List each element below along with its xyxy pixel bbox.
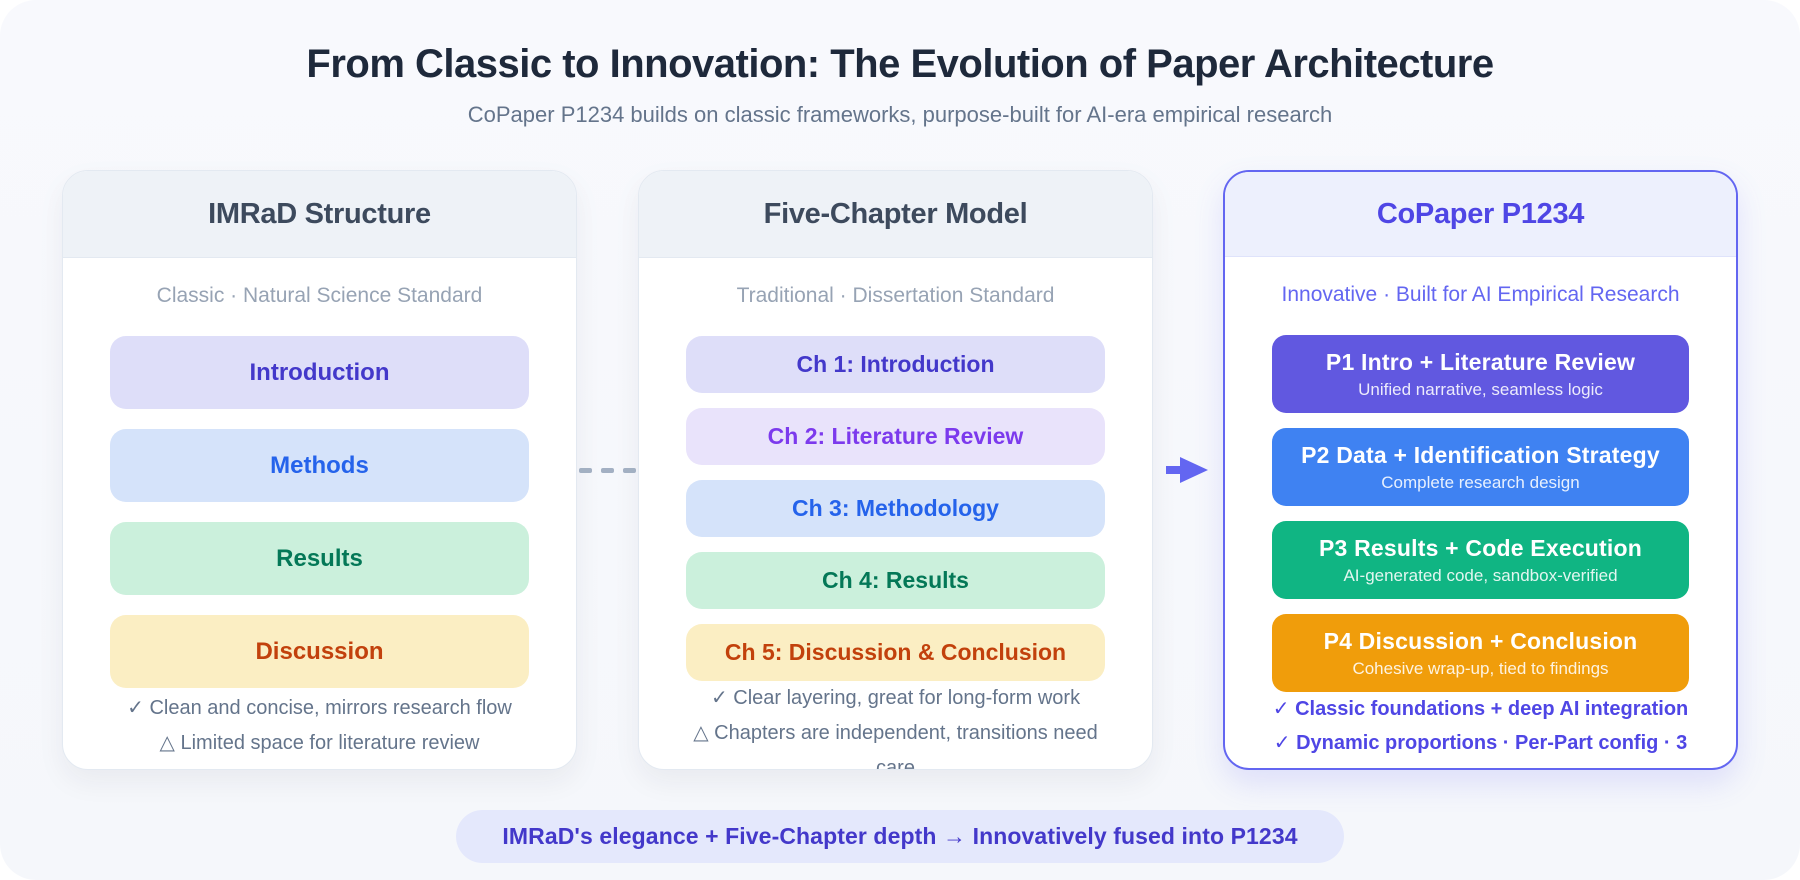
page-header: From Classic to Innovation: The Evolutio… [0, 0, 1800, 128]
card-copaper-body: Innovative · Built for AI Empirical Rese… [1225, 257, 1736, 768]
part-title: P1 Intro + Literature Review [1325, 348, 1636, 375]
fusion-banner-text: IMRaD's elegance + Five-Chapter depth → … [502, 823, 1298, 850]
card-five-chapter-body: Traditional · Dissertation Standard Ch 1… [639, 258, 1152, 771]
part-box-p4: P4 Discussion + Conclusion Cohesive wrap… [1272, 614, 1689, 693]
chapter-label: Ch 2: Literature Review [767, 423, 1024, 450]
banner-row: IMRaD's elegance + Five-Chapter depth → … [0, 810, 1800, 864]
note-text: Clean and concise, mirrors research flow [149, 697, 512, 720]
warning-triangle-icon: △ [159, 732, 175, 755]
card-imrad-title: IMRaD Structure [208, 197, 431, 230]
page-title: From Classic to Innovation: The Evolutio… [306, 42, 1494, 86]
note-text: Dynamic proportions · Per-Part config · … [1296, 732, 1688, 768]
chapter-box-2: Ch 2: Literature Review [686, 408, 1105, 466]
part-box-p3: P3 Results + Code Execution AI-generated… [1272, 521, 1689, 600]
note-line: ✓ Clear layering, great for long-form wo… [686, 681, 1105, 716]
card-copaper-subtitle: Innovative · Built for AI Empirical Rese… [1281, 283, 1680, 307]
cards-row: IMRaD Structure Classic · Natural Scienc… [0, 170, 1800, 771]
note-line: △ Chapters are independent, transitions … [686, 716, 1105, 771]
part-box-p1: P1 Intro + Literature Review Unified nar… [1272, 335, 1689, 414]
dash-icon [579, 467, 592, 473]
card-copaper-title: CoPaper P1234 [1376, 197, 1585, 230]
part-stack: P1 Intro + Literature Review Unified nar… [1272, 335, 1689, 693]
part-subtitle: Unified narrative, seamless logic [1358, 379, 1603, 399]
part-box-p2: P2 Data + Identification Strategy Comple… [1272, 428, 1689, 507]
note-line: △ Limited space for literature review [110, 726, 529, 761]
page-subtitle: CoPaper P1234 builds on classic framewor… [467, 102, 1333, 127]
warning-triangle-icon: △ [693, 722, 709, 745]
fusion-banner: IMRaD's elegance + Five-Chapter depth → … [456, 810, 1344, 864]
chapter-label: Ch 1: Introduction [796, 351, 995, 378]
section-label: Results [276, 544, 363, 572]
part-subtitle: Complete research design [1381, 472, 1580, 492]
chapter-box-1: Ch 1: Introduction [686, 336, 1105, 394]
card-five-chapter-title: Five-Chapter Model [763, 197, 1028, 230]
part-title: P3 Results + Code Execution [1318, 534, 1643, 561]
check-icon: ✓ [127, 697, 144, 720]
card-imrad-body: Classic · Natural Science Standard Intro… [63, 258, 576, 769]
note-text: Chapters are independent, transitions ne… [714, 722, 1098, 771]
card-copaper-header: CoPaper P1234 [1225, 172, 1736, 258]
note-line: ✓ Dynamic proportions · Per-Part config … [1272, 726, 1689, 768]
chapter-box-4: Ch 4: Results [686, 552, 1105, 610]
card-five-chapter: Five-Chapter Model Traditional · Dissert… [638, 170, 1153, 771]
chapter-box-3: Ch 3: Methodology [686, 480, 1105, 538]
five-chapter-notes: ✓ Clear layering, great for long-form wo… [686, 681, 1105, 771]
note-text: Clear layering, great for long-form work [733, 687, 1081, 710]
card-imrad-subtitle: Classic · Natural Science Standard [156, 284, 483, 308]
section-label: Discussion [255, 637, 384, 665]
section-label: Methods [270, 451, 369, 479]
check-icon: ✓ [1273, 732, 1291, 755]
dash-icon [623, 467, 636, 473]
card-copaper: CoPaper P1234 Innovative · Built for AI … [1223, 170, 1738, 771]
part-title: P4 Discussion + Conclusion [1323, 627, 1638, 654]
section-box-results: Results [110, 522, 529, 596]
section-box-introduction: Introduction [110, 336, 529, 410]
note-text: Classic foundations + deep AI integratio… [1295, 698, 1689, 721]
card-five-chapter-subtitle: Traditional · Dissertation Standard [736, 284, 1055, 308]
chapter-label: Ch 3: Methodology [792, 495, 999, 522]
copaper-notes: ✓ Classic foundations + deep AI integrat… [1272, 692, 1689, 768]
part-subtitle: AI-generated code, sandbox-verified [1343, 565, 1618, 585]
dash-icon [601, 467, 614, 473]
card-imrad: IMRaD Structure Classic · Natural Scienc… [62, 170, 577, 771]
check-icon: ✓ [710, 687, 728, 710]
section-label: Introduction [249, 358, 390, 386]
check-icon: ✓ [1272, 698, 1290, 721]
note-text: Limited space for literature review [180, 732, 480, 755]
imrad-section-stack: Introduction Methods Results Discussion [110, 336, 529, 689]
chapter-label: Ch 5: Discussion & Conclusion [724, 639, 1067, 666]
note-line: ✓ Classic foundations + deep AI integrat… [1272, 692, 1689, 726]
chapter-label: Ch 4: Results [822, 567, 969, 594]
arrow-connector [1153, 453, 1223, 487]
chapter-stack: Ch 1: Introduction Ch 2: Literature Revi… [686, 336, 1105, 682]
card-five-chapter-header: Five-Chapter Model [639, 171, 1152, 259]
arrow-right-icon [1166, 457, 1208, 484]
part-title: P2 Data + Identification Strategy [1301, 441, 1660, 468]
dashed-connector [577, 467, 638, 473]
section-box-methods: Methods [110, 429, 529, 503]
imrad-notes: ✓ Clean and concise, mirrors research fl… [110, 691, 529, 769]
section-box-discussion: Discussion [110, 615, 529, 689]
chapter-box-5: Ch 5: Discussion & Conclusion [686, 624, 1105, 682]
card-imrad-header: IMRaD Structure [63, 171, 576, 259]
note-line: ✓ Clean and concise, mirrors research fl… [110, 691, 529, 726]
part-subtitle: Cohesive wrap-up, tied to findings [1352, 658, 1609, 678]
